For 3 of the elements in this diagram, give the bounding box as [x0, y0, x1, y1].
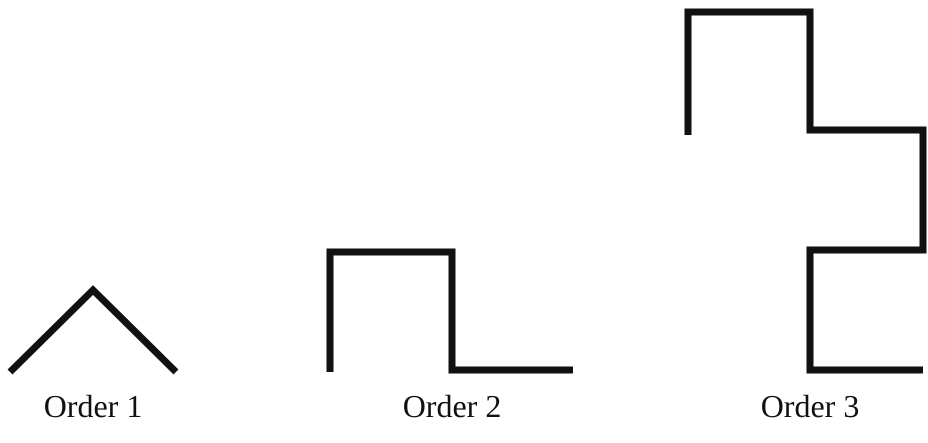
- curve-caption: Order 1: [44, 388, 142, 425]
- curve-caption: Order 2: [402, 388, 502, 425]
- curve-caption: Order 3: [760, 388, 860, 425]
